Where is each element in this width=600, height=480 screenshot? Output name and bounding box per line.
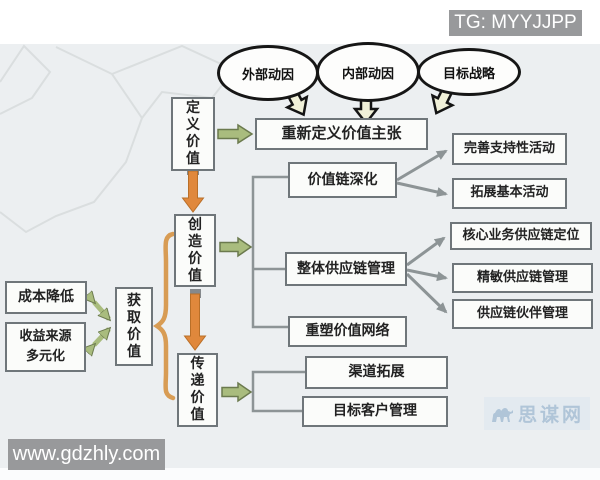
bracket-lines xyxy=(251,175,305,413)
curly-brace xyxy=(152,231,176,401)
node-agile-supply-chain-mgmt: 精敏供应链管理 xyxy=(452,263,593,293)
site-url-label: www.gdzhly.com xyxy=(12,443,161,465)
node-channel-expansion: 渠道拓展 xyxy=(305,356,448,389)
node-revenue-diversification: 收益来源多元化 xyxy=(5,322,86,372)
node-improve-support-activities: 完善支持性活动 xyxy=(452,133,567,165)
node-overall-supply-chain-mgmt: 整体供应链管理 xyxy=(285,252,407,286)
node-label: 拓展基本活动 xyxy=(470,185,549,201)
node-define-value: 定义价值 xyxy=(171,97,215,171)
node-label: 渠道拓展 xyxy=(348,364,405,381)
node-label: 获取价值 xyxy=(127,292,141,360)
node-create-value: 创造价值 xyxy=(174,214,216,287)
bottom-white-band xyxy=(0,468,600,480)
node-label: 收益来源多元化 xyxy=(19,329,72,364)
ellipse-label: 外部动因 xyxy=(241,67,294,83)
node-supply-chain-partner-mgmt: 供应链伙伴管理 xyxy=(452,299,593,329)
green-double-arrows xyxy=(94,302,109,345)
ellipse-target-strategy: 目标战略 xyxy=(417,48,521,96)
node-capture-value: 获取价值 xyxy=(115,287,153,366)
node-label: 完善支持性活动 xyxy=(463,140,555,156)
node-label: 重新定义价值主张 xyxy=(281,124,402,143)
node-redefine-value-proposition: 重新定义价值主张 xyxy=(255,118,428,150)
ellipse-label: 内部动因 xyxy=(341,66,394,82)
node-label: 整体供应链管理 xyxy=(297,260,395,277)
orange-arrow-create-deliver xyxy=(183,293,207,351)
node-core-business-scm-positioning: 核心业务供应链定位 xyxy=(450,222,592,250)
node-target-customer-mgmt: 目标客户管理 xyxy=(302,396,448,427)
node-label: 重塑价值网络 xyxy=(305,323,390,340)
simou-watermark-label: 思谋网 xyxy=(517,404,584,426)
node-label: 核心业务供应链定位 xyxy=(462,227,580,243)
node-deliver-value: 传递价值 xyxy=(177,353,218,427)
node-label: 目标客户管理 xyxy=(333,403,417,420)
arrow-deliver-to-bracket xyxy=(221,381,253,403)
node-label: 传递价值 xyxy=(190,356,205,423)
node-label: 定义价值 xyxy=(186,100,200,167)
ellipse-label: 目标战略 xyxy=(442,66,495,82)
orange-arrow-define-create xyxy=(181,170,205,213)
green-arrows xyxy=(217,123,254,403)
simou-watermark: 思谋网 xyxy=(484,397,590,430)
node-value-chain-deepening: 价值链深化 xyxy=(288,162,397,198)
node-cost-reduction: 成本降低 xyxy=(5,281,87,314)
tg-watermark-label: TG: MYYJJPP xyxy=(454,12,577,33)
node-label: 成本降低 xyxy=(18,289,74,306)
tg-watermark: TG: MYYJJPP xyxy=(449,10,582,36)
site-url-watermark: www.gdzhly.com xyxy=(8,439,165,470)
node-label: 创造价值 xyxy=(188,216,202,284)
arrow-define-to-redefine xyxy=(217,123,254,145)
arrow-create-to-bracket xyxy=(219,236,253,258)
ellipse-external-drivers: 外部动因 xyxy=(217,45,319,101)
node-label: 价值链深化 xyxy=(307,171,378,188)
node-expand-basic-activities: 拓展基本活动 xyxy=(452,178,567,209)
gray-arrows xyxy=(396,149,448,314)
ellipse-internal-drivers: 内部动因 xyxy=(316,42,420,102)
node-label: 供应链伙伴管理 xyxy=(476,305,568,321)
camel-icon xyxy=(491,407,513,422)
node-label: 精敏供应链管理 xyxy=(476,269,568,285)
node-reshape-value-network: 重塑价值网络 xyxy=(288,316,407,347)
